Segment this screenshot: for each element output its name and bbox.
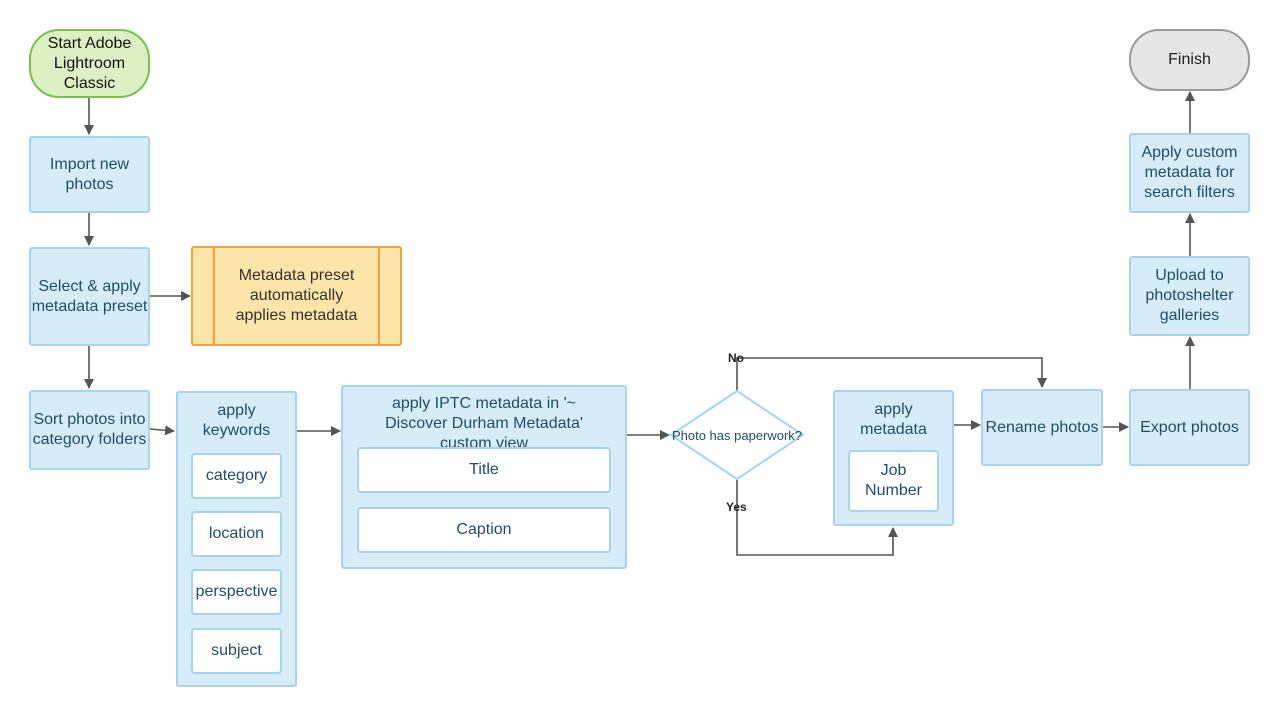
- iptc-field-caption: Caption: [357, 507, 611, 553]
- iptc-metadata-group: apply IPTC metadata in '~ Discover Durha…: [341, 385, 627, 569]
- edge-label-yes: Yes: [726, 500, 747, 514]
- finish-node: Finish: [1129, 29, 1250, 91]
- upload-galleries-label: Upload to photoshelter galleries: [1145, 267, 1234, 324]
- select-apply-preset-label: Select & apply metadata preset: [31, 277, 148, 315]
- decision-label: Photo has paperwork?: [671, 427, 803, 443]
- metadata-preset-label: Metadata preset automatically applies me…: [235, 267, 358, 324]
- upload-galleries-node: Upload to photoshelter galleries: [1129, 256, 1250, 336]
- export-photos-label: Export photos: [1140, 418, 1239, 436]
- keyword-item: location: [191, 511, 282, 557]
- decision-diamond-shape: [669, 389, 805, 481]
- custom-metadata-node: Apply custom metadata for search filters: [1129, 133, 1250, 213]
- preset-right-bar: [378, 248, 380, 344]
- apply-keywords-group: apply keywords category location perspec…: [176, 391, 297, 687]
- edge-label-no: No: [728, 351, 744, 365]
- import-photos-node: Import new photos: [29, 136, 150, 213]
- keyword-item: subject: [191, 628, 282, 674]
- keyword-item: perspective: [191, 569, 282, 615]
- iptc-metadata-title: apply IPTC metadata in '~ Discover Durha…: [385, 395, 583, 452]
- edge-decision-no: [736, 357, 1047, 391]
- custom-metadata-label: Apply custom metadata for search filters: [1141, 144, 1238, 201]
- apply-metadata-title: apply metadata: [860, 401, 927, 438]
- apply-metadata-group: apply metadata Job Number: [833, 390, 954, 526]
- edge-decision-yes: [736, 479, 898, 556]
- preset-left-bar: [213, 248, 215, 344]
- rename-photos-label: Rename photos: [985, 418, 1099, 436]
- apply-keywords-title: apply keywords: [202, 402, 271, 439]
- finish-node-label: Finish: [1168, 51, 1211, 68]
- sort-photos-label: Sort photos into category folders: [32, 411, 147, 448]
- keyword-item: category: [191, 453, 282, 499]
- start-node-label: Start Adobe Lightroom Classic: [47, 34, 132, 92]
- export-photos-node: Export photos: [1129, 389, 1250, 466]
- start-node: Start Adobe Lightroom Classic: [29, 29, 150, 98]
- select-apply-preset-node: Select & apply metadata preset: [29, 247, 150, 346]
- metadata-preset-node: Metadata preset automatically applies me…: [191, 246, 402, 346]
- rename-photos-node: Rename photos: [981, 389, 1103, 466]
- iptc-field-title: Title: [357, 447, 611, 493]
- import-photos-label: Import new photos: [49, 155, 130, 193]
- edge-sort-keywords: [149, 425, 175, 436]
- sort-photos-node: Sort photos into category folders: [29, 390, 150, 470]
- metadata-field-job-number: Job Number: [848, 450, 939, 512]
